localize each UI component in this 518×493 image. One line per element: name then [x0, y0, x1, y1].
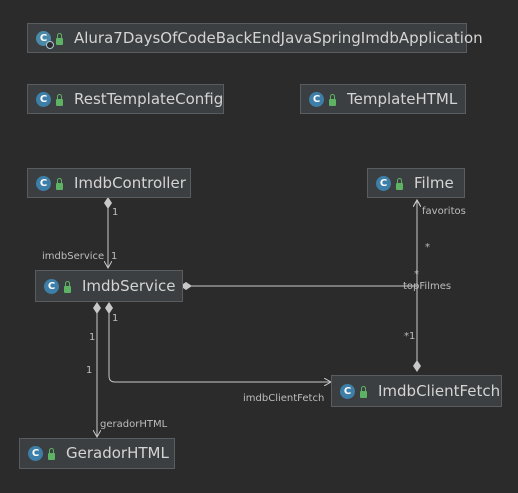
class-node-gerador-html[interactable]: C GeradorHTML — [19, 438, 175, 469]
class-name: ImdbService — [82, 276, 176, 295]
class-name: ImdbClientFetch — [378, 381, 501, 400]
public-lock-icon — [64, 280, 71, 293]
multiplicity-label: *1 — [404, 331, 416, 342]
class-icon: C — [36, 175, 51, 191]
gear-icon — [46, 40, 54, 49]
class-node-imdb-service[interactable]: C ImdbService — [35, 270, 183, 302]
public-lock-icon — [396, 177, 403, 190]
public-lock-icon — [56, 32, 63, 45]
public-lock-icon — [56, 177, 63, 190]
class-icon: C — [309, 91, 324, 107]
diamond-service-clientfetch — [105, 302, 113, 314]
class-node-template-html[interactable]: C TemplateHTML — [300, 84, 466, 114]
multiplicity-label: 1 — [89, 332, 96, 343]
multiplicity-label: * — [425, 242, 430, 253]
class-name: RestTemplateConfig — [74, 89, 224, 108]
public-lock-icon — [360, 385, 367, 398]
role-label: topFilmes — [403, 281, 452, 292]
role-label: imdbClientFetch — [243, 393, 325, 404]
multiplicity-label: 1 — [111, 251, 118, 262]
spring-app-class-icon: C — [36, 30, 54, 49]
role-label: favoritos — [422, 206, 466, 217]
class-node-imdb-client-fetch[interactable]: C ImdbClientFetch — [331, 375, 502, 407]
class-name: Filme — [414, 173, 454, 192]
diamond-service-filme — [180, 282, 192, 290]
multiplicity-label: 1 — [112, 313, 119, 324]
diamond-controller — [104, 197, 112, 209]
multiplicity-label: 1 — [112, 207, 119, 218]
edge-service-to-clientfetch — [108, 313, 331, 382]
edge-service-to-filme — [183, 200, 417, 287]
role-label: geradorHTML — [100, 419, 168, 430]
class-name: GeradorHTML — [66, 444, 169, 462]
class-node-filme[interactable]: C Filme — [367, 168, 465, 198]
class-name: Alura7DaysOfCodeBackEndJavaSpringImdbApp… — [74, 28, 483, 47]
class-icon: C — [44, 278, 59, 294]
class-node-imdb-controller[interactable]: C ImdbController — [27, 168, 191, 198]
class-node-app[interactable]: C Alura7DaysOfCodeBackEndJavaSpringImdbA… — [27, 23, 483, 53]
class-node-rest-template-config[interactable]: C RestTemplateConfig — [27, 84, 224, 114]
role-label: imdbService — [42, 251, 105, 262]
class-icon: C — [340, 383, 355, 399]
public-lock-icon — [329, 93, 336, 106]
public-lock-icon — [48, 448, 55, 460]
diamond-clientfetch — [413, 360, 421, 372]
class-icon: C — [36, 91, 51, 107]
class-icon: C — [376, 175, 391, 191]
diamond-service-gerador — [93, 302, 101, 314]
class-icon: C — [28, 446, 43, 461]
multiplicity-label: * — [414, 269, 419, 280]
class-name: ImdbController — [74, 173, 186, 192]
multiplicity-label: 1 — [86, 365, 93, 376]
class-name: TemplateHTML — [347, 89, 458, 108]
public-lock-icon — [56, 93, 63, 106]
